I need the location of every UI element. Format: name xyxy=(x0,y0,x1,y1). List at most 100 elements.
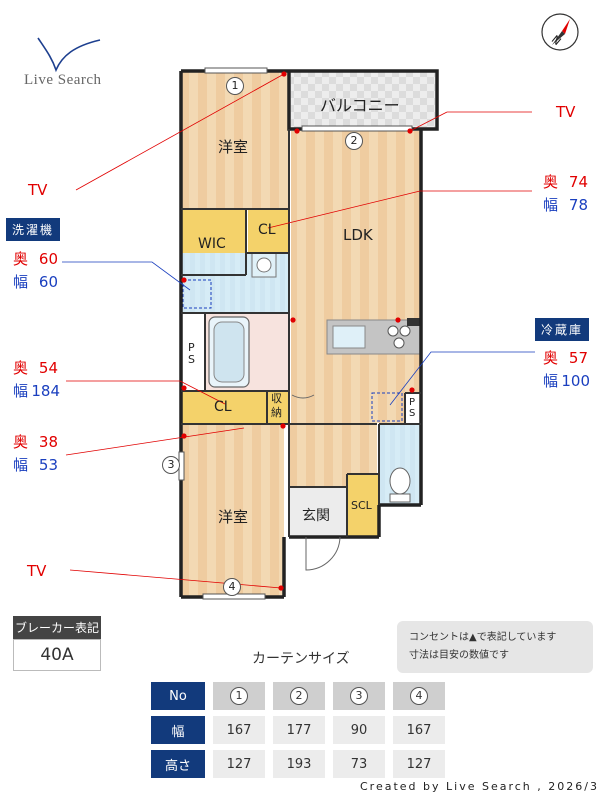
cl-top-floor xyxy=(248,209,288,253)
credit-text: Created by Live Search , 2026/3 xyxy=(360,780,599,793)
table-cell: 3 xyxy=(333,682,385,710)
wic-label: WIC xyxy=(198,236,226,252)
note-text: コンセントは▲で表記しています xyxy=(409,632,557,643)
balcony-floor xyxy=(291,71,435,129)
tv-label: TV xyxy=(28,181,48,199)
header-height: 高さ xyxy=(151,750,205,778)
curtain-title: カーテンサイズ xyxy=(252,651,350,667)
width-value: 184 xyxy=(31,382,61,400)
stove-burner xyxy=(393,337,405,349)
depth-value: 57 xyxy=(568,349,589,367)
note-line: コンセントは▲で表記しています xyxy=(409,629,581,647)
header-width: 幅 xyxy=(151,716,205,744)
stove-burner xyxy=(387,325,399,337)
ps-right-label: PS xyxy=(409,397,416,419)
width-value: 53 xyxy=(38,456,59,474)
bathtub-inner xyxy=(213,321,245,383)
depth-value: 60 xyxy=(38,250,59,268)
width-row: 幅 53 xyxy=(13,454,58,475)
cl-top-label: CL xyxy=(258,222,276,238)
width-label: 幅 xyxy=(13,382,29,400)
washer-badge: 洗濯機 xyxy=(6,218,61,241)
width-label: 幅 xyxy=(543,372,559,390)
compass: N xyxy=(540,12,580,52)
table-cell: 73 xyxy=(333,750,385,778)
window-marker: 4 xyxy=(223,578,241,596)
logo-mark-icon xyxy=(37,37,101,73)
note-line: 寸法は目安の数値です xyxy=(409,650,509,661)
cl-mid-floor xyxy=(181,391,267,423)
fridge-space xyxy=(371,392,403,422)
entrance-door xyxy=(305,536,341,571)
ps-left-label: PS xyxy=(188,341,195,366)
width-label: 幅 xyxy=(13,456,29,474)
washer-dims: 奥 60 幅 60 xyxy=(13,248,58,292)
tv-label: TV xyxy=(27,562,47,580)
toilet-tank xyxy=(389,493,411,503)
entrance-label: 玄関 xyxy=(302,508,330,524)
width-value: 100 xyxy=(561,372,591,390)
storage-label: 収納 xyxy=(271,392,282,419)
kitchen-sink xyxy=(332,325,366,349)
ldk-floor xyxy=(291,131,421,423)
cl-mid-label: CL xyxy=(214,399,232,415)
fridge-badge: 冷蔵庫 xyxy=(535,318,590,341)
table-cell: 167 xyxy=(393,716,445,744)
inner-walls xyxy=(181,129,421,537)
compass-icon xyxy=(541,13,579,51)
window-number: 3 xyxy=(350,687,368,705)
scl-floor xyxy=(347,474,378,537)
washbasin-bowl xyxy=(256,257,272,273)
western-room-bottom-label: 洋室 xyxy=(218,508,249,526)
storage-door xyxy=(291,394,315,399)
table-row: No 1 2 3 4 xyxy=(151,682,445,710)
windows xyxy=(178,67,413,600)
depth-row: 奥 60 xyxy=(13,248,58,269)
washer-space xyxy=(182,279,212,309)
width-label: 幅 xyxy=(543,196,559,214)
curtain-table: No 1 2 3 4 幅 167 177 90 167 高さ 127 193 7… xyxy=(143,676,453,784)
window-marker: 2 xyxy=(345,132,363,150)
table-row: 高さ 127 193 73 127 xyxy=(151,750,445,778)
ldk-label: LDK xyxy=(343,226,373,244)
range-hood xyxy=(407,318,421,326)
table-cell: 90 xyxy=(333,716,385,744)
header-no: No xyxy=(151,682,205,710)
window-number: 2 xyxy=(290,687,308,705)
table-cell: 127 xyxy=(213,750,265,778)
depth-label: 奥 xyxy=(543,173,559,191)
logo: Live Search xyxy=(22,36,112,92)
window-marker: 3 xyxy=(162,456,180,474)
depth-value: 74 xyxy=(568,173,589,191)
depth-label: 奥 xyxy=(13,250,29,268)
tv-label: TV xyxy=(556,103,576,121)
scl-label: SCL xyxy=(351,499,372,512)
width-label: 幅 xyxy=(13,273,29,291)
width-row: 幅 60 xyxy=(13,271,58,292)
notes-box: コンセントは▲で表記しています 寸法は目安の数値です xyxy=(397,621,593,673)
depth-value: 38 xyxy=(38,433,59,451)
window-number: 4 xyxy=(410,687,428,705)
toilet-bowl xyxy=(389,467,411,495)
breaker-title: ブレーカー表記 xyxy=(13,616,101,639)
ps-left-floor xyxy=(181,313,205,391)
western-room-bottom-floor xyxy=(181,425,284,597)
table-cell: 1 xyxy=(213,682,265,710)
table-row: 幅 167 177 90 167 xyxy=(151,716,445,744)
window-marker: 1 xyxy=(226,77,244,95)
depth-label: 奥 xyxy=(13,359,29,377)
ps-right-floor xyxy=(405,393,421,423)
entrance-floor xyxy=(289,487,347,537)
window-number: 1 xyxy=(230,687,248,705)
table-cell: 193 xyxy=(273,750,325,778)
width-value: 60 xyxy=(38,273,59,291)
